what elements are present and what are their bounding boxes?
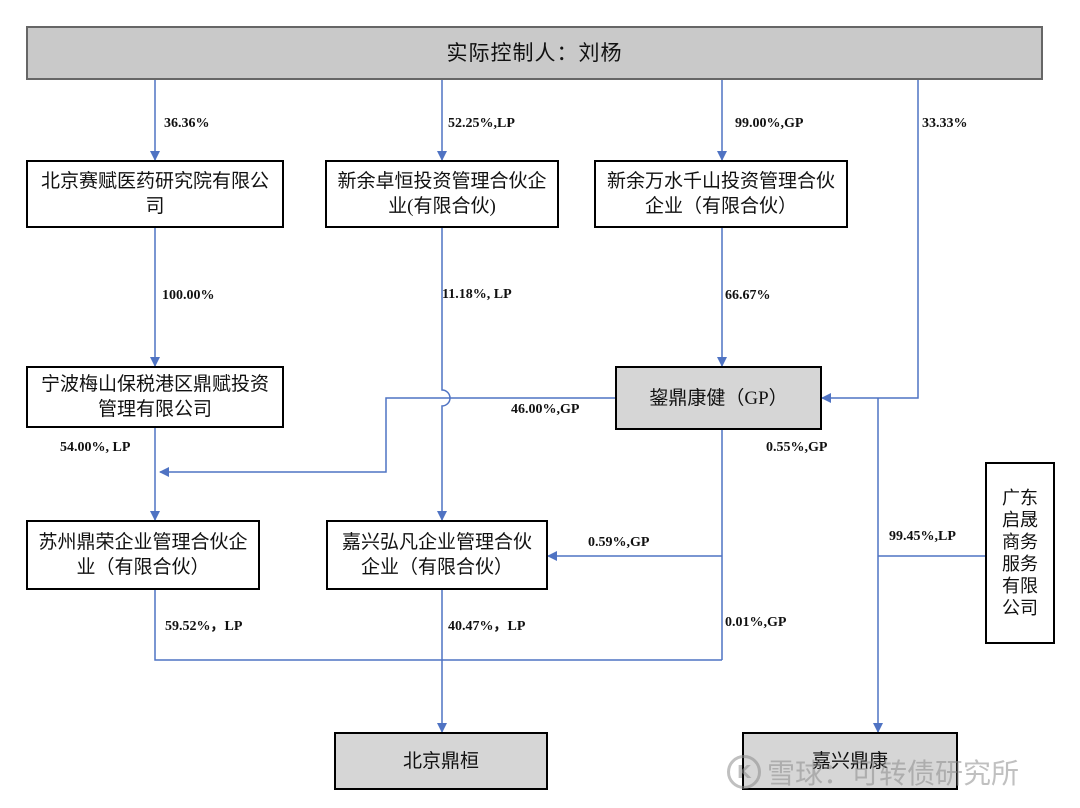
label-yuding-suzhou: 46.00%,GP xyxy=(511,402,580,417)
edge-suzhou-dingheng xyxy=(154,590,722,661)
edge-zhuoheng-hongfan xyxy=(437,228,451,521)
label-wanshui-yuding: 66.67% xyxy=(725,288,771,303)
label-yuding-dingheng: 0.01%,GP xyxy=(725,615,787,630)
guangdong-qisheng-box: 广东启晟商务服务有限公司 xyxy=(985,462,1055,644)
label-yuding-hongfan: 0.59%,GP xyxy=(588,535,650,550)
actual-controller-box: 实际控制人：刘杨 xyxy=(26,26,1043,80)
label-ningbo-suzhou: 54.00%, LP xyxy=(60,440,131,455)
label-saifu-ningbo: 100.00% xyxy=(162,288,215,303)
jiaxing-hongfan-box: 嘉兴弘凡企业管理合伙企业（有限合伙） xyxy=(326,520,548,590)
ningbo-dingfu-box: 宁波梅山保税港区鼎赋投资管理有限公司 xyxy=(26,366,284,428)
label-qisheng-dingkang: 99.45%,LP xyxy=(889,529,956,544)
watermark-text: 雪球：可转债研究所 xyxy=(767,757,1020,790)
suzhou-dingrong-box: 苏州鼎荣企业管理合伙企业（有限合伙） xyxy=(26,520,260,590)
xinyu-wanshui-box: 新余万水千山投资管理合伙企业（有限合伙） xyxy=(594,160,848,228)
label-yuding-dingkang: 0.55%,GP xyxy=(766,440,828,455)
beijing-saifu-box: 北京赛赋医药研究院有限公司 xyxy=(26,160,284,228)
yuding-kangjian-box: 鋆鼎康健（GP） xyxy=(615,366,822,430)
jiaxing-dingkang-box: 嘉兴鼎康 xyxy=(742,732,958,790)
snowball-watermark: K 雪球：可转债研究所 xyxy=(727,752,1019,792)
label-hongfan-dingheng: 40.47%，LP xyxy=(448,619,526,634)
label-suzhou-dingheng: 59.52%，LP xyxy=(165,619,243,634)
label-controller-wanshui: 99.00%,GP xyxy=(735,116,804,131)
xinyu-zhuoheng-box: 新余卓恒投资管理合伙企业(有限合伙) xyxy=(325,160,559,228)
edge-yuding-suzhou xyxy=(159,397,615,477)
label-controller-zhuoheng: 52.25%,LP xyxy=(448,116,515,131)
beijing-dingheng-box: 北京鼎桓 xyxy=(334,732,548,790)
label-zhuoheng-hongfan: 11.18%, LP xyxy=(442,287,512,302)
snowball-logo-icon: K xyxy=(727,755,761,789)
edge-controller-yuding xyxy=(821,80,919,403)
label-controller-yuding: 33.33% xyxy=(922,116,968,131)
label-controller-saifu: 36.36% xyxy=(164,116,210,131)
